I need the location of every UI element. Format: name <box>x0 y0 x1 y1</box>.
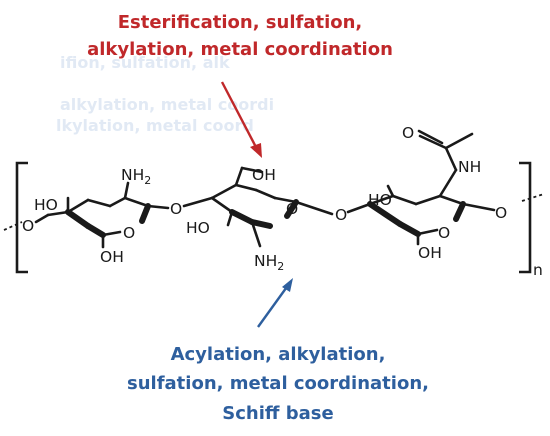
ring-3 <box>346 129 496 246</box>
right-bracket <box>519 161 532 274</box>
glycosidic-o-1: O <box>170 200 182 218</box>
ring-1 <box>34 181 170 249</box>
glycosidic-o-2: O <box>335 206 347 224</box>
ring2-o-label: O <box>286 200 298 218</box>
ho3-label: HO <box>368 191 392 209</box>
ghost-text: ifion, sulfation, alk alkylation, metal … <box>56 53 274 135</box>
oh1-label: OH <box>100 248 124 266</box>
ring-2 <box>182 166 334 248</box>
ring1-left-o-label: O <box>22 217 34 235</box>
bottom-annotation-line3: Schiff base <box>222 403 333 424</box>
bottom-annotation-line1: Acylation, alkylation, <box>171 344 386 365</box>
top-annotation-line1: Esterification, sulfation, <box>118 12 363 33</box>
nh-label: NH <box>458 158 481 176</box>
svg-text:lkylation, metal coord: lkylation, metal coord <box>56 116 254 135</box>
blue-arrow <box>257 278 293 328</box>
oh3-label: OH <box>418 244 442 262</box>
nh2a-label: NH2 <box>121 166 151 187</box>
right-dashed-bond <box>521 193 545 202</box>
bottom-annotation-line2: sulfation, metal coordination, <box>127 373 429 394</box>
left-dashed-bond <box>3 221 23 231</box>
oh2-label: OH <box>252 166 276 184</box>
ho2-label: HO <box>186 219 210 237</box>
terminal-o-label: O <box>495 204 507 222</box>
carbonyl-o-label: O <box>402 124 414 142</box>
red-arrow <box>220 81 262 158</box>
top-annotation-line2: alkylation, metal coordination <box>87 39 393 60</box>
ring3-o-label: O <box>438 224 450 242</box>
svg-text:ifion, sulfation, alk: ifion, sulfation, alk <box>60 53 230 72</box>
ring1-o-label: O <box>123 224 135 242</box>
svg-text:alkylation, metal coordi: alkylation, metal coordi <box>60 95 274 114</box>
left-bracket <box>15 161 28 274</box>
repeat-n-label: n <box>533 261 543 279</box>
nh2b-label: NH2 <box>254 252 284 273</box>
ho1-label: HO <box>34 196 58 214</box>
